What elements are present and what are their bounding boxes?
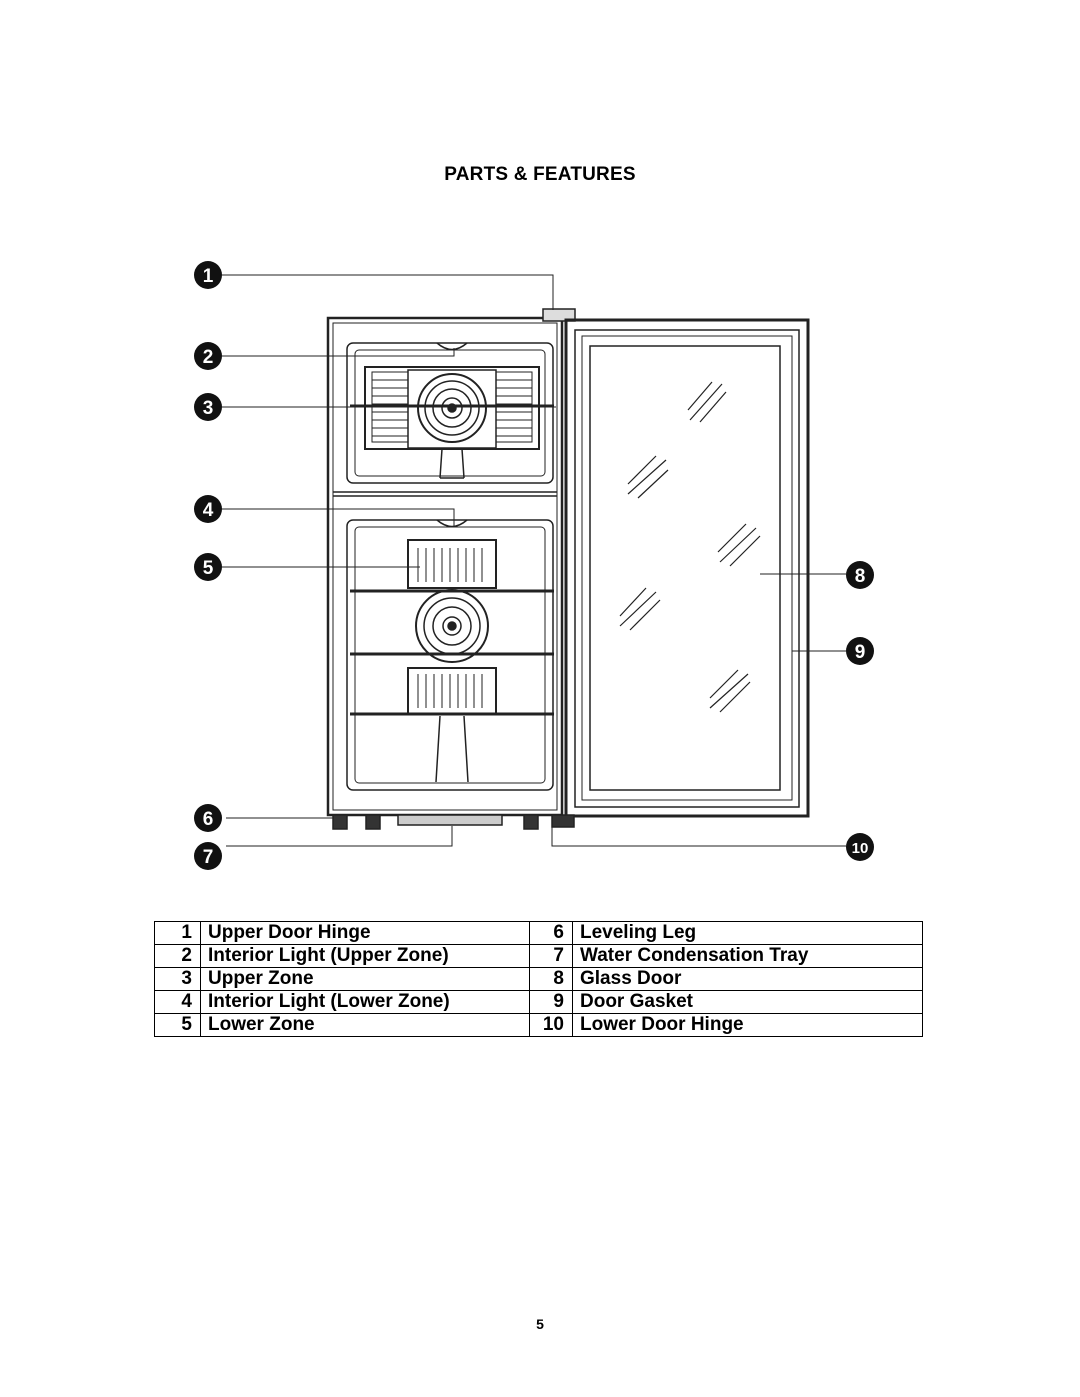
part-label: Water Condensation Tray xyxy=(572,944,923,968)
callout-5: 5 xyxy=(194,553,222,581)
part-number: 8 xyxy=(529,967,573,991)
callout-4: 4 xyxy=(194,495,222,523)
interior-light-upper xyxy=(436,342,468,351)
svg-text:9: 9 xyxy=(855,642,866,663)
table-row: 4 Interior Light (Lower Zone) 9 Door Gas… xyxy=(154,990,923,1014)
part-number: 5 xyxy=(154,1013,201,1037)
svg-text:6: 6 xyxy=(203,809,214,830)
interior-light-lower xyxy=(436,519,468,528)
wine-cooler-diagram: 1 2 3 4 5 6 7 8 9 10 xyxy=(194,261,874,870)
part-number: 1 xyxy=(154,921,201,945)
part-label: Door Gasket xyxy=(572,990,923,1014)
callout-10: 10 xyxy=(846,833,874,861)
part-label: Lower Zone xyxy=(200,1013,530,1037)
callout-2: 2 xyxy=(194,342,222,370)
part-label: Lower Door Hinge xyxy=(572,1013,923,1037)
leveling-leg-3 xyxy=(523,814,539,830)
svg-text:10: 10 xyxy=(852,840,869,857)
upper-evaporator xyxy=(364,366,540,450)
svg-text:3: 3 xyxy=(203,398,214,419)
callout-7: 7 xyxy=(194,842,222,870)
upper-fan xyxy=(417,373,487,443)
part-label: Glass Door xyxy=(572,967,923,991)
glass-door-frame xyxy=(564,318,810,818)
part-label: Interior Light (Lower Zone) xyxy=(200,990,530,1014)
glass-pane xyxy=(589,345,781,791)
part-number: 3 xyxy=(154,967,201,991)
part-number: 10 xyxy=(529,1013,573,1037)
callout-6: 6 xyxy=(194,804,222,832)
page-title: PARTS & FEATURES xyxy=(444,164,636,185)
leveling-leg-1 xyxy=(332,814,348,830)
part-label: Upper Zone xyxy=(200,967,530,991)
part-number: 7 xyxy=(529,944,573,968)
part-number: 6 xyxy=(529,921,573,945)
upper-zone-chamber xyxy=(346,342,554,484)
upper-door-hinge xyxy=(542,308,576,322)
door-gasket xyxy=(574,329,800,808)
part-number: 2 xyxy=(154,944,201,968)
page-number: 5 xyxy=(536,1316,544,1332)
svg-text:5: 5 xyxy=(203,558,214,579)
table-row: 3 Upper Zone 8 Glass Door xyxy=(154,967,923,991)
callout-3: 3 xyxy=(194,393,222,421)
part-label: Interior Light (Upper Zone) xyxy=(200,944,530,968)
lower-door-hinge xyxy=(551,814,575,828)
svg-text:4: 4 xyxy=(203,500,214,521)
callout-8: 8 xyxy=(846,561,874,589)
part-label: Upper Door Hinge xyxy=(200,921,530,945)
svg-text:7: 7 xyxy=(203,847,214,868)
table-row: 1 Upper Door Hinge 6 Leveling Leg xyxy=(154,921,923,945)
table-row: 2 Interior Light (Upper Zone) 7 Water Co… xyxy=(154,944,923,968)
callout-1: 1 xyxy=(194,261,222,289)
svg-text:2: 2 xyxy=(203,347,214,368)
part-number: 4 xyxy=(154,990,201,1014)
svg-text:8: 8 xyxy=(855,566,866,587)
table-row: 5 Lower Zone 10 Lower Door Hinge xyxy=(154,1013,923,1037)
callout-9: 9 xyxy=(846,637,874,665)
part-number: 9 xyxy=(529,990,573,1014)
parts-table: 1 Upper Door Hinge 6 Leveling Leg 2 Inte… xyxy=(154,921,923,1037)
leveling-leg-2 xyxy=(365,814,381,830)
svg-text:1: 1 xyxy=(203,266,214,287)
water-condensation-tray xyxy=(397,814,503,826)
part-label: Leveling Leg xyxy=(572,921,923,945)
